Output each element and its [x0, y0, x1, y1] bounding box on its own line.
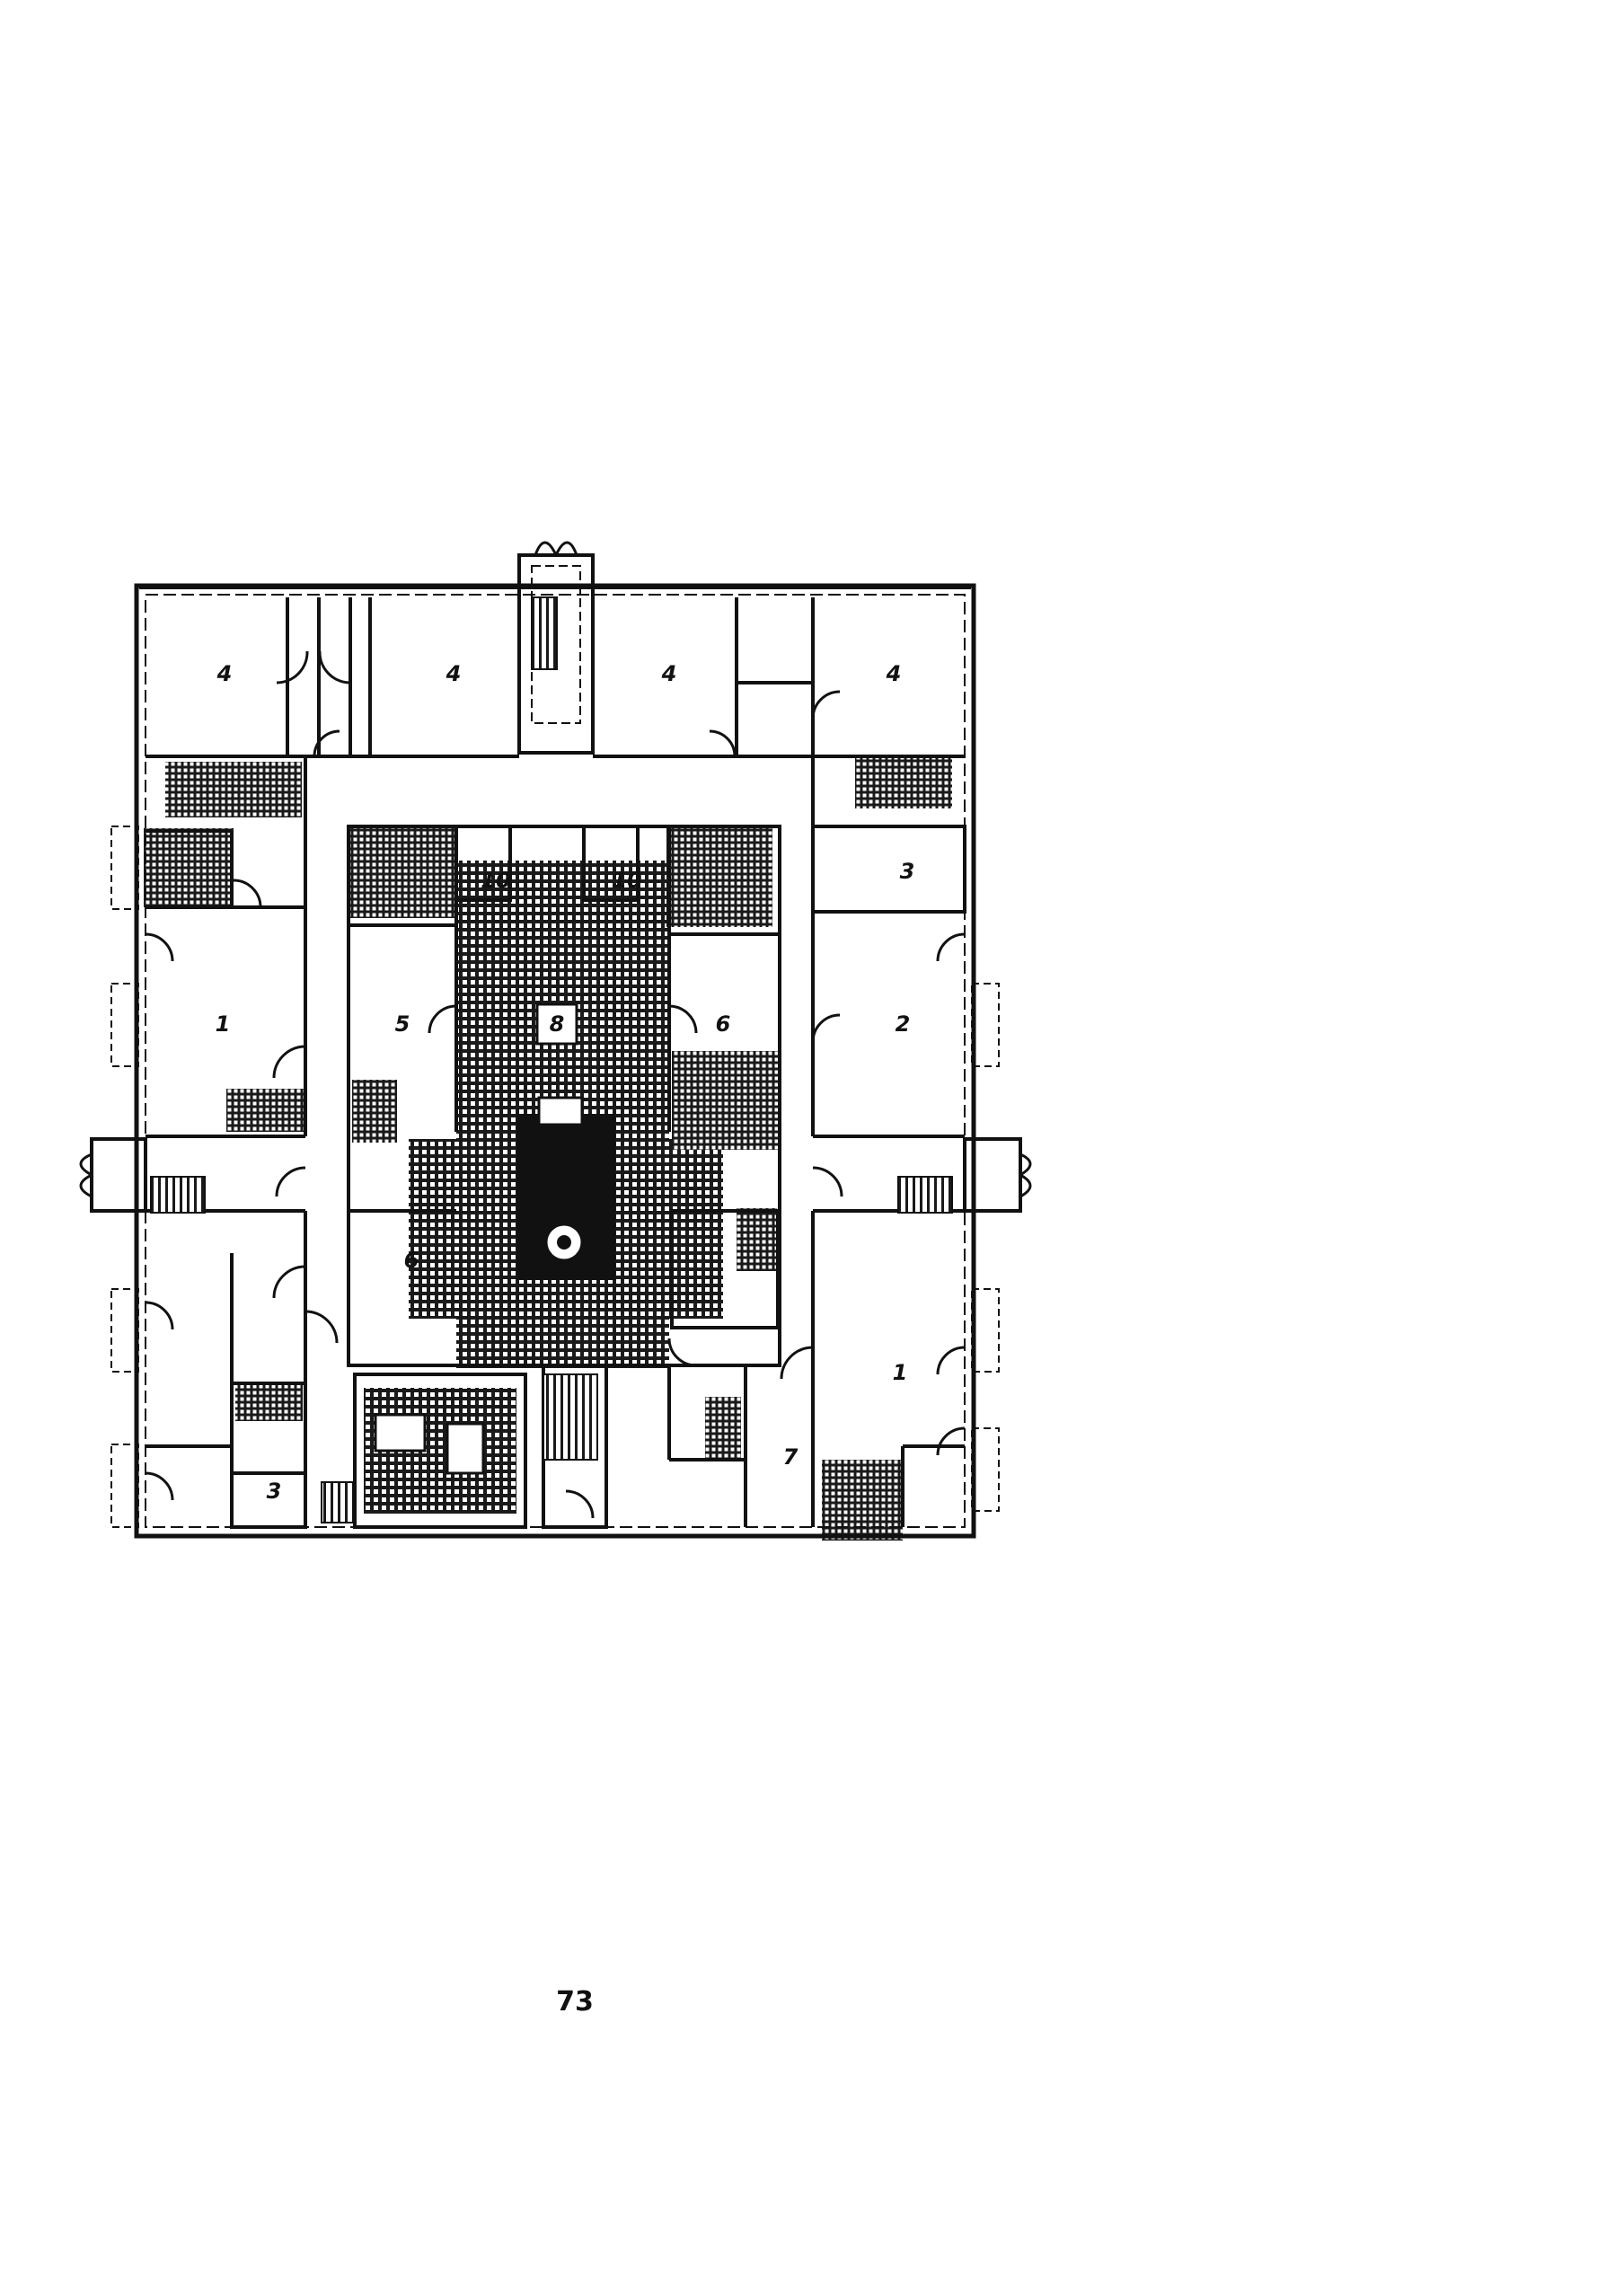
side-entrances — [79, 1137, 1032, 1213]
bath-tiles-lower-left — [235, 1385, 303, 1421]
bath-tiles-lower-right — [822, 1460, 903, 1541]
top-entrance — [517, 541, 595, 755]
room-label-4-d: 4 — [886, 661, 902, 686]
interior-walls — [146, 597, 966, 1529]
room-label-6-lower: 6 — [404, 1248, 419, 1273]
room-label-1-left: 1 — [216, 1011, 231, 1037]
room-label-8: 8 — [550, 1011, 565, 1037]
window-bays — [110, 826, 1000, 1528]
room-label-4-b: 4 — [446, 661, 462, 686]
outer-walls — [134, 583, 976, 1539]
room-label-1-right: 1 — [893, 1360, 908, 1385]
kitchen-tiles-right — [737, 1208, 777, 1271]
room-label-10-a: 10 — [481, 868, 510, 893]
bath-tiles-r7 — [705, 1397, 741, 1460]
bath-tiles-top-right — [855, 756, 952, 808]
door-swings — [145, 650, 966, 1519]
bath-tiles-center-right — [666, 828, 772, 927]
room-label-4-c: 4 — [661, 661, 677, 686]
bath-tiles-center-left — [349, 828, 454, 918]
room-label-2: 2 — [896, 1011, 911, 1037]
kitchen-tiles-r5 — [352, 1080, 397, 1143]
room-label-3-right: 3 — [900, 859, 915, 884]
page-number: 73 — [556, 1986, 594, 2018]
room-label-10-b: 10 — [612, 868, 641, 893]
kitchen-tiles-left — [226, 1089, 304, 1132]
room-label-7: 7 — [783, 1444, 799, 1470]
room-label-5: 5 — [395, 1011, 410, 1037]
central-feature — [516, 1096, 615, 1280]
room-label-4-a: 4 — [216, 661, 233, 686]
kitchen-tiles-r6 — [672, 1051, 778, 1150]
room-labels: 4 4 4 4 10 10 3 1 5 8 6 2 6 1 7 3 — [216, 661, 915, 1504]
bath-tiles-left-2 — [144, 828, 234, 907]
bath-tiles-top-left — [165, 762, 302, 817]
room-label-6-center: 6 — [716, 1011, 731, 1037]
stair-details — [150, 1176, 953, 1523]
room-label-3-lower: 3 — [267, 1479, 282, 1504]
